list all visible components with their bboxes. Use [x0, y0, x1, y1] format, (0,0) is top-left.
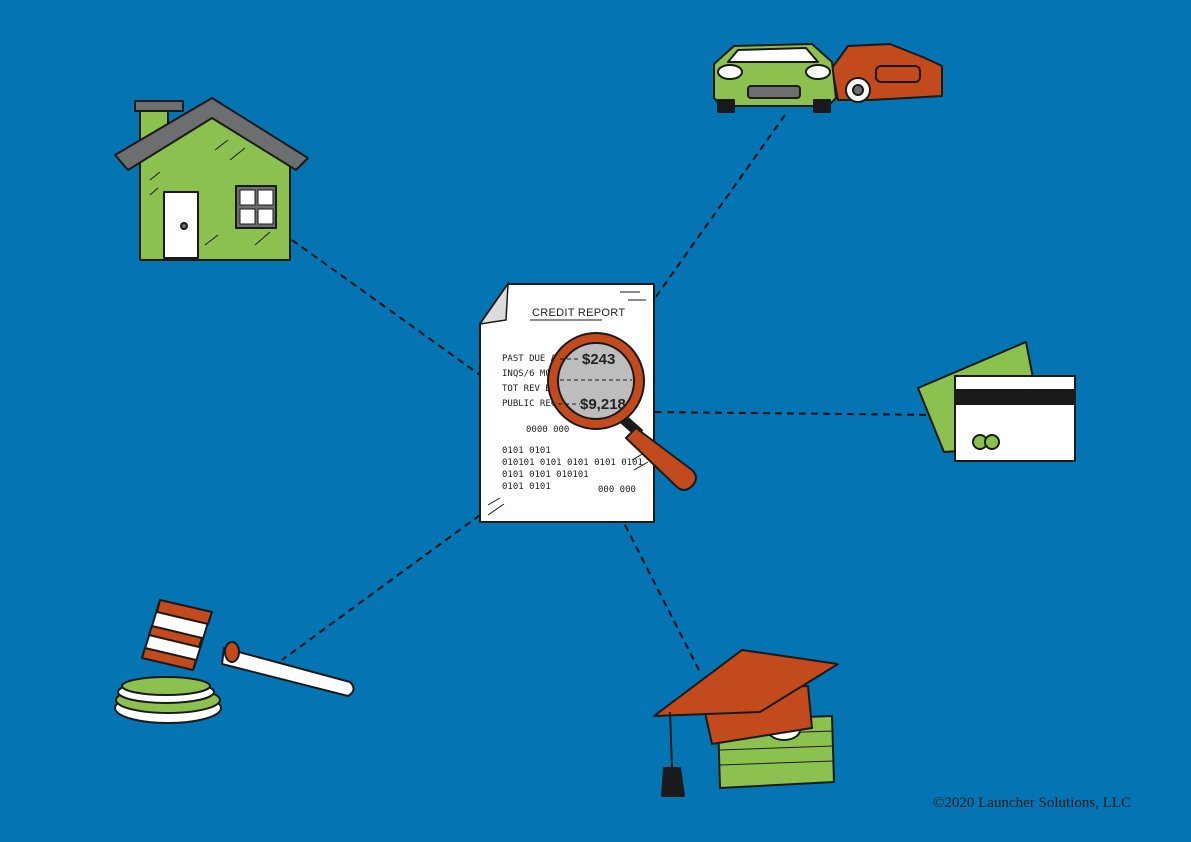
- report-row-3: TOT REV B: [502, 384, 551, 394]
- report-filler-4: 0101 0101 010101: [502, 470, 589, 480]
- report-row-4: PUBLIC REC: [502, 399, 556, 409]
- report-row-1: PAST DUE AM: [502, 354, 562, 364]
- magnified-value-2: $9,218: [580, 396, 626, 413]
- connector-house: [291, 239, 481, 376]
- house-icon: [114, 97, 309, 261]
- connector-gavel: [281, 514, 481, 661]
- gavel-icon: [114, 599, 355, 724]
- magnified-value-1: $243: [582, 351, 615, 368]
- report-filler-3: 010101 0101 0101 0101 0101: [502, 458, 643, 468]
- magnifying-glass-icon: $243 $9,218: [547, 332, 697, 491]
- connector-cars: [654, 114, 786, 299]
- copyright-notice: ©2020 Launcher Solutions, LLC: [933, 795, 1132, 811]
- connectors: [281, 114, 939, 673]
- report-row-2: INQS/6 MO: [502, 369, 551, 379]
- cars-icon: [713, 43, 943, 113]
- report-filler-2: 0101 0101: [502, 446, 551, 456]
- report-filler-6: 000 000: [598, 485, 636, 495]
- graduation-cap-icon: [653, 649, 839, 797]
- report-filler-1: 0000 000: [526, 425, 569, 435]
- report-filler-5: 0101 0101: [502, 482, 551, 492]
- report-title: CREDIT REPORT: [532, 307, 625, 319]
- connector-gradcap: [624, 524, 701, 673]
- connector-card: [654, 411, 939, 416]
- credit-card-icon: [917, 341, 1076, 462]
